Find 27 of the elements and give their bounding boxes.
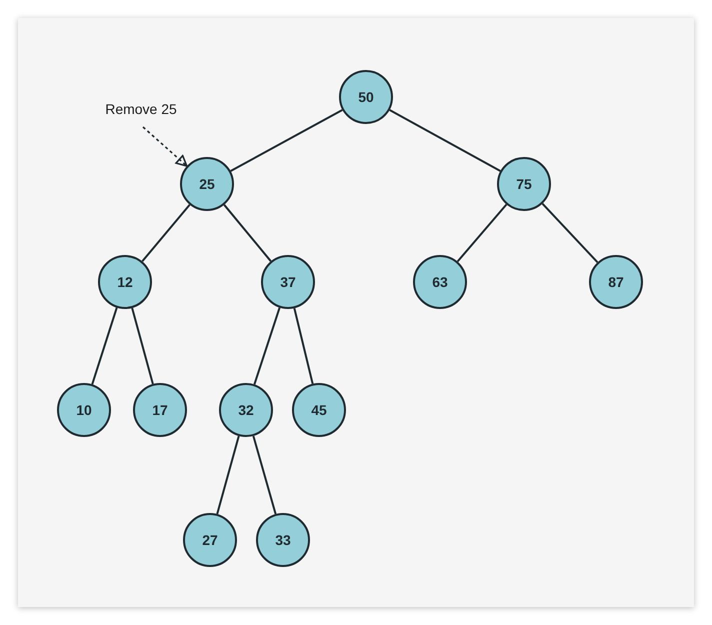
tree-edge bbox=[252, 436, 277, 514]
tree-edge bbox=[389, 109, 501, 172]
node-value: 12 bbox=[117, 274, 133, 290]
node-value: 50 bbox=[358, 89, 374, 105]
tree-edge bbox=[253, 307, 281, 385]
arrow bbox=[142, 126, 188, 167]
node-value: 17 bbox=[152, 402, 168, 418]
node-value: 33 bbox=[275, 532, 291, 548]
node-value: 37 bbox=[280, 274, 296, 290]
tree-edge bbox=[216, 436, 240, 514]
tree-edge bbox=[91, 307, 118, 385]
tree-edge bbox=[142, 204, 190, 262]
node-value: 87 bbox=[608, 274, 624, 290]
node-value: 63 bbox=[432, 274, 448, 290]
tree-edge bbox=[131, 308, 154, 384]
node-value: 10 bbox=[76, 402, 92, 418]
tree-edge bbox=[230, 109, 343, 172]
tree-edge bbox=[456, 204, 508, 262]
node-value: 75 bbox=[516, 176, 532, 192]
node-value: 25 bbox=[199, 176, 215, 192]
annotation-text: Remove 25 bbox=[96, 99, 186, 119]
node-value: 27 bbox=[202, 532, 218, 548]
node-value: 32 bbox=[238, 402, 254, 418]
tree-edge bbox=[223, 204, 272, 262]
tree-edge bbox=[293, 308, 314, 384]
node-value: 45 bbox=[311, 402, 327, 418]
tree-edge bbox=[542, 203, 598, 263]
